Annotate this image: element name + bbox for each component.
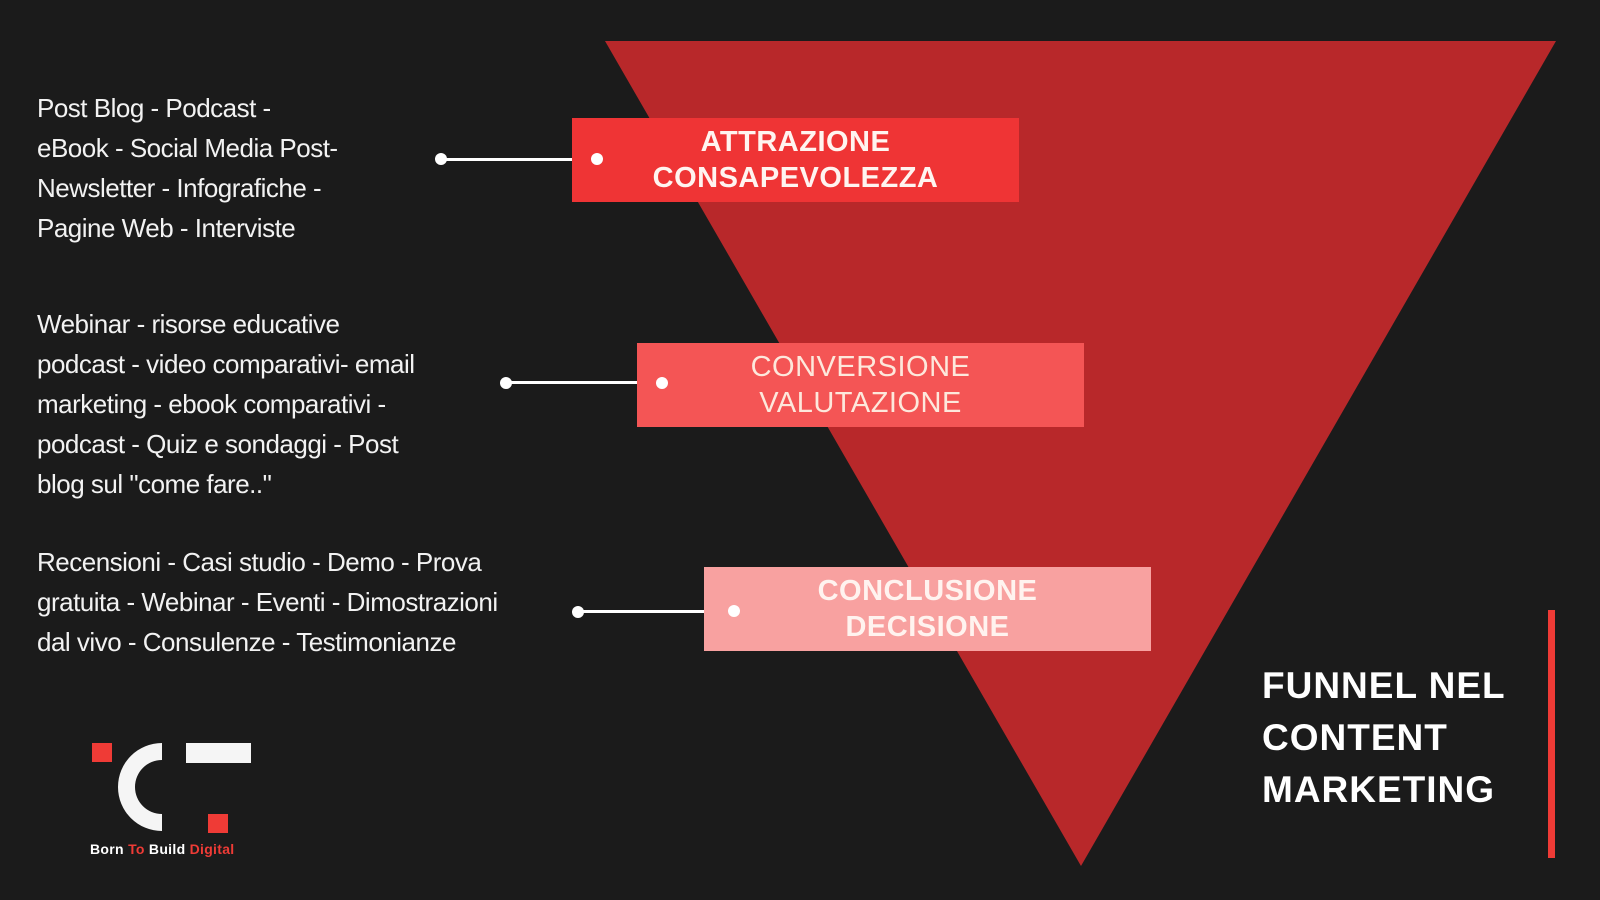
stage-1-label-line-2: CONSAPEVOLEZZA [652,162,939,194]
logo-tagline: Born To Build Digital [90,841,235,857]
connector-end-dot [591,153,603,165]
connector-end-dot [656,377,668,389]
tagline-to: To [128,841,145,857]
stage-3-connector [578,610,734,613]
tagline-build: Build [144,841,190,857]
stage-1-label-line-1: ATTRAZIONE [700,126,891,158]
stage-2-conversione: CONVERSIONE VALUTAZIONE [637,343,1084,427]
stage-3-description: Recensioni - Casi studio - Demo - Prova … [37,547,498,657]
stage-2-description: Webinar - risorse educative podcast - vi… [37,309,415,499]
title-line-1: FUNNEL NEL [1262,665,1506,706]
title-line-2: CONTENT [1262,717,1448,758]
stage-1-attrazione: ATTRAZIONE CONSAPEVOLEZZA [572,118,1019,202]
stage-1-description: Post Blog - Podcast - eBook - Social Med… [37,93,338,243]
stage-3-label-line-2: DECISIONE [845,611,1010,643]
stage-3-label-line-1: CONCLUSIONE [817,575,1038,607]
tagline-born: Born [90,841,129,857]
tagline-digital: Digital [189,841,235,857]
stage-2-label-line-1: CONVERSIONE [750,351,971,383]
stage-3-conclusione: CONCLUSIONE DECISIONE [704,567,1151,651]
stage-2-label-line-2: VALUTAZIONE [759,387,962,419]
connector-end-dot [728,605,740,617]
page-title: FUNNEL NEL CONTENT MARKETING [1262,660,1506,816]
ctb-logo-icon [92,743,251,833]
stage-1-connector [441,158,597,161]
stage-2-connector [506,381,662,384]
accent-bar [1548,610,1555,858]
title-line-3: MARKETING [1262,769,1496,810]
